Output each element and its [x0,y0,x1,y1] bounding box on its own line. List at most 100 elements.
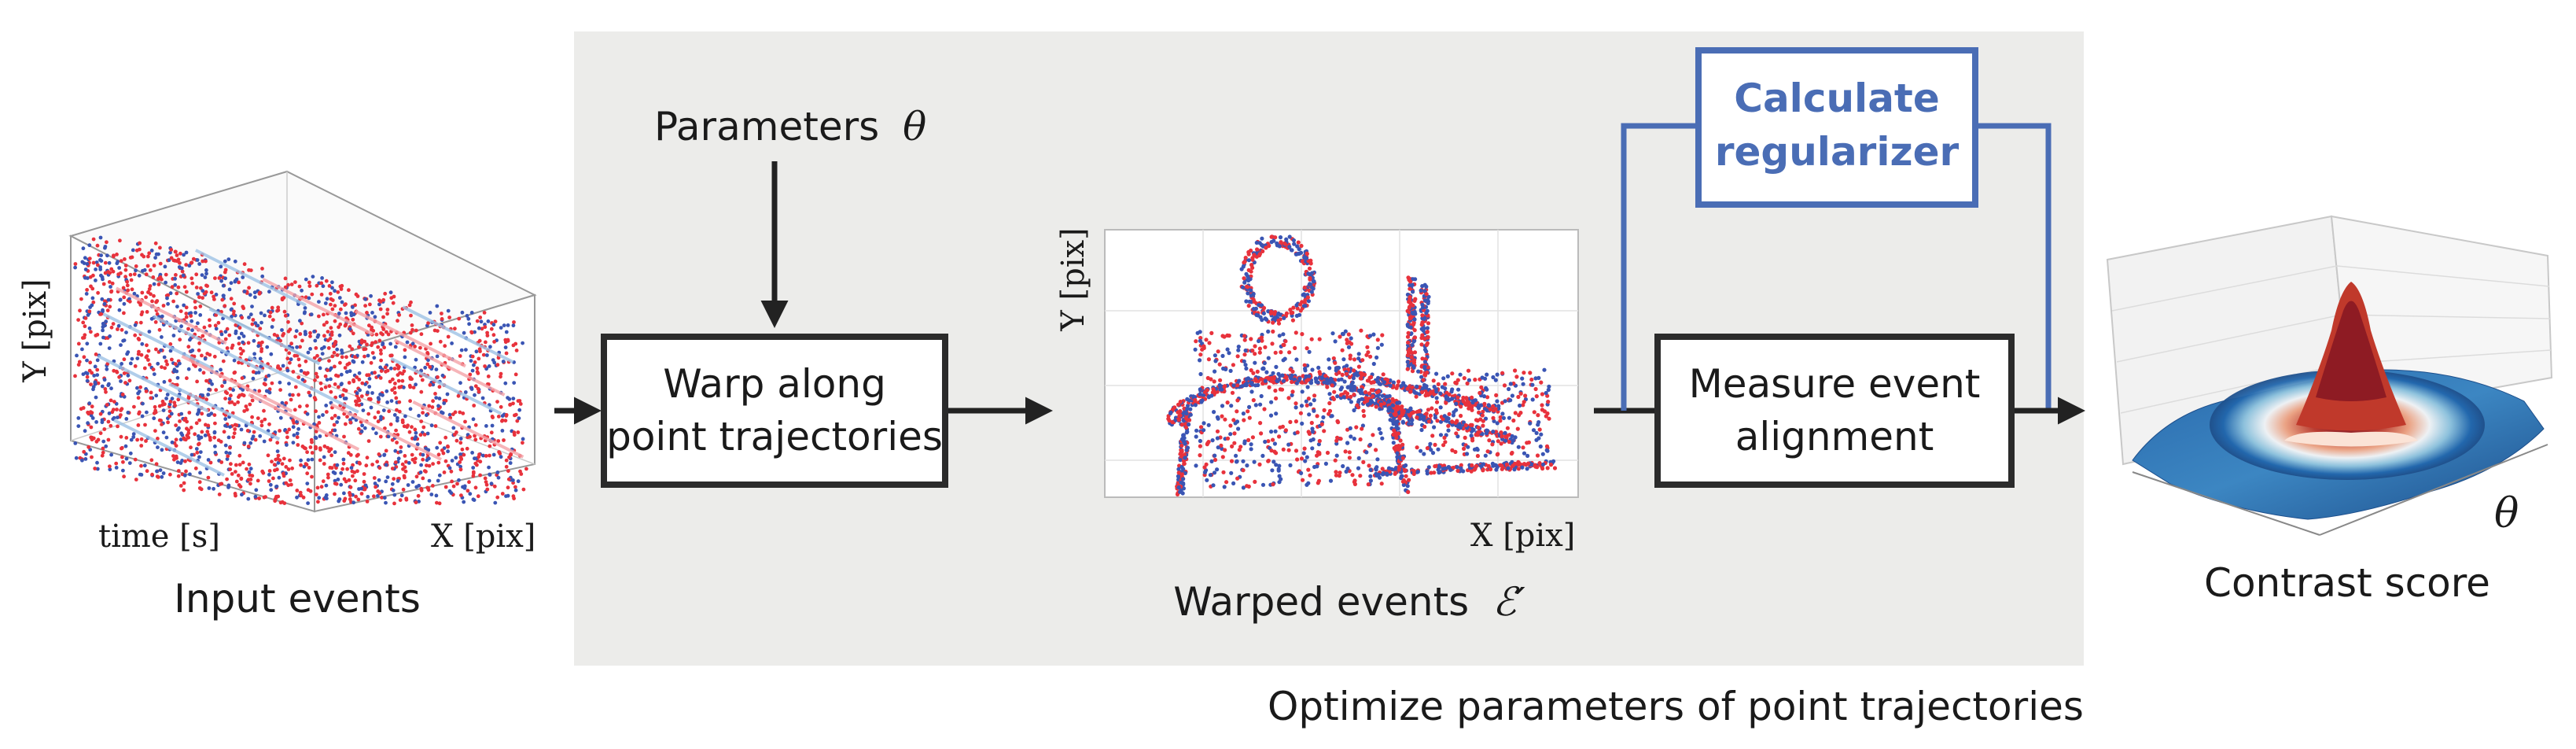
warped-event-point [1408,389,1413,394]
event-point [313,338,318,343]
warped-event-point [1399,384,1404,389]
event-point [277,475,282,480]
warped-event-point [1459,404,1463,409]
warped-event-point [1178,400,1183,404]
event-point [485,334,490,338]
event-point [421,411,425,415]
event-point [73,374,77,378]
event-point [123,381,127,385]
event-point [91,300,96,304]
warped-event-point [1336,365,1341,371]
warped-event-point [1251,398,1256,403]
event-point [258,327,263,330]
event-point [233,402,237,407]
event-point [477,326,481,330]
event-point [178,437,183,442]
warped-event-point [1500,434,1504,439]
event-point [140,310,145,315]
event-point [288,327,293,332]
event-point [237,336,241,340]
event-point [227,451,232,456]
warped-event-point [1518,391,1523,396]
warped-event-point [1198,444,1202,448]
event-point [214,327,219,331]
event-point [302,311,307,315]
event-point [230,472,234,476]
event-point [90,404,94,409]
event-point [241,304,245,309]
event-point [295,431,300,436]
warped-event-point [1236,348,1241,352]
warped-event-point [1298,411,1303,415]
event-point [114,461,119,466]
warped-event-point [1245,484,1249,489]
event-point [94,268,98,271]
event-point [275,441,280,445]
event-point [142,463,147,468]
warped-event-point [1356,456,1361,461]
event-point [503,345,508,349]
event-point [357,345,361,349]
event-point [76,416,81,420]
event-point [88,360,93,365]
warped-event-point [1362,414,1367,419]
event-point [311,275,315,279]
event-point [158,261,163,266]
warped-event-point [1405,360,1410,364]
warped-event-point [1470,463,1474,468]
warped-event-point [1498,419,1503,423]
event-point [389,399,394,403]
event-point [197,408,201,412]
event-point [351,312,356,317]
warped-event-point [1475,418,1480,423]
event-point [130,356,134,361]
warped-event-point [1382,401,1386,406]
warped-event-point [1198,371,1203,377]
warped-event-point [1242,334,1247,338]
event-point [521,487,526,492]
event-point [101,282,106,286]
warped-event-point [1445,374,1450,378]
event-point [184,305,189,310]
event-point [84,292,89,296]
warped-event-point [1253,403,1258,408]
event-point [140,290,145,295]
warped-event-point [1187,422,1191,427]
warped-event-point [1288,419,1293,425]
warped-event-point [1249,381,1254,386]
event-point [85,358,89,363]
warped-event-point [1243,348,1248,353]
warped-event-point [1213,369,1217,374]
warped-event-point [1463,422,1468,428]
event-point [106,270,110,274]
warped-event-point [1253,383,1258,388]
warped-event-point [1409,422,1414,426]
event-point [515,419,520,423]
warped-event-point [1348,353,1352,358]
event-point [186,396,191,400]
event-point [357,398,362,403]
event-point [174,444,178,448]
event-point [94,420,98,424]
warped-event-point [1303,297,1308,302]
event-point [356,497,361,502]
event-point [219,264,223,269]
event-point [204,271,208,276]
warped-event-point [1276,371,1281,376]
event-point [397,400,402,404]
event-point [415,442,420,447]
warped-event-point [1419,342,1424,347]
event-point [495,363,500,367]
warped-event-point [1535,465,1540,470]
event-point [119,408,123,412]
event-point [142,366,147,371]
event-point [127,299,132,304]
warped-event-point [1360,397,1364,401]
event-point [101,322,105,326]
event-point [259,311,263,315]
event-point [459,457,464,461]
event-point [385,400,389,404]
warped-event-point [1175,492,1180,497]
event-point [289,397,293,402]
warped-event-point [1281,342,1286,347]
